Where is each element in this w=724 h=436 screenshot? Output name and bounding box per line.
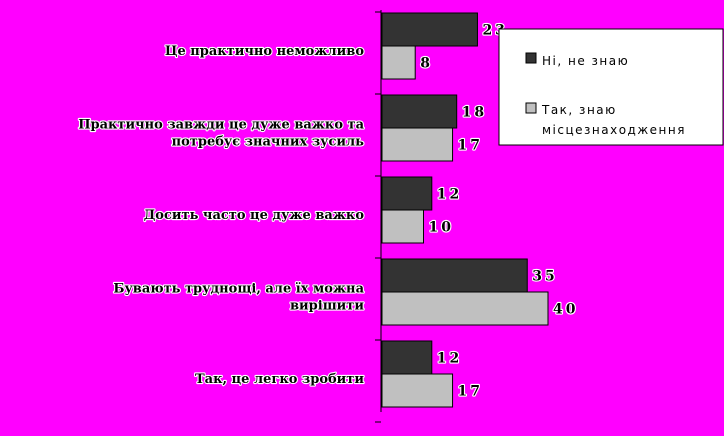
data-label: 8 [420, 56, 433, 72]
legend-label: Так, знаю [541, 103, 617, 117]
value-axis [375, 10, 382, 423]
data-label: 40 [553, 302, 578, 318]
data-label: 12 [437, 187, 462, 203]
bars [381, 12, 549, 408]
bar-series-2 [381, 127, 454, 162]
category-label: Це практично неможливо [165, 44, 364, 59]
data-label: 12 [437, 351, 462, 367]
legend-swatch [525, 102, 537, 114]
category-label: Досить часто це дуже важко [144, 208, 365, 223]
category-label: вирішити [290, 299, 364, 314]
legend-box [498, 28, 724, 146]
bar-series-2 [381, 373, 454, 408]
bar-series-2 [381, 291, 549, 326]
data-label: 18 [462, 105, 487, 121]
bar-series-1 [381, 12, 478, 47]
bar-series-1 [381, 340, 433, 375]
legend-label: місцезнаходження [542, 123, 686, 137]
legend-label: Ні, не знаю [542, 54, 629, 68]
data-label: 17 [458, 138, 483, 154]
bar-series-1 [381, 176, 433, 211]
bar-series-2 [381, 45, 416, 80]
category-label: Бувають труднощі, але їх можна [113, 282, 364, 297]
bar-series-2 [381, 209, 424, 244]
category-label: Практично завжди це дуже важко та [78, 118, 364, 133]
bar-series-1 [381, 258, 528, 293]
category-label: Так, це легко зробити [195, 372, 364, 387]
data-label: 10 [429, 220, 454, 236]
category-label: потребує значних зусиль [172, 135, 365, 150]
data-label: 17 [458, 384, 483, 400]
data-label: 35 [532, 269, 557, 285]
legend-swatch [525, 52, 537, 64]
bar-series-1 [381, 94, 458, 129]
